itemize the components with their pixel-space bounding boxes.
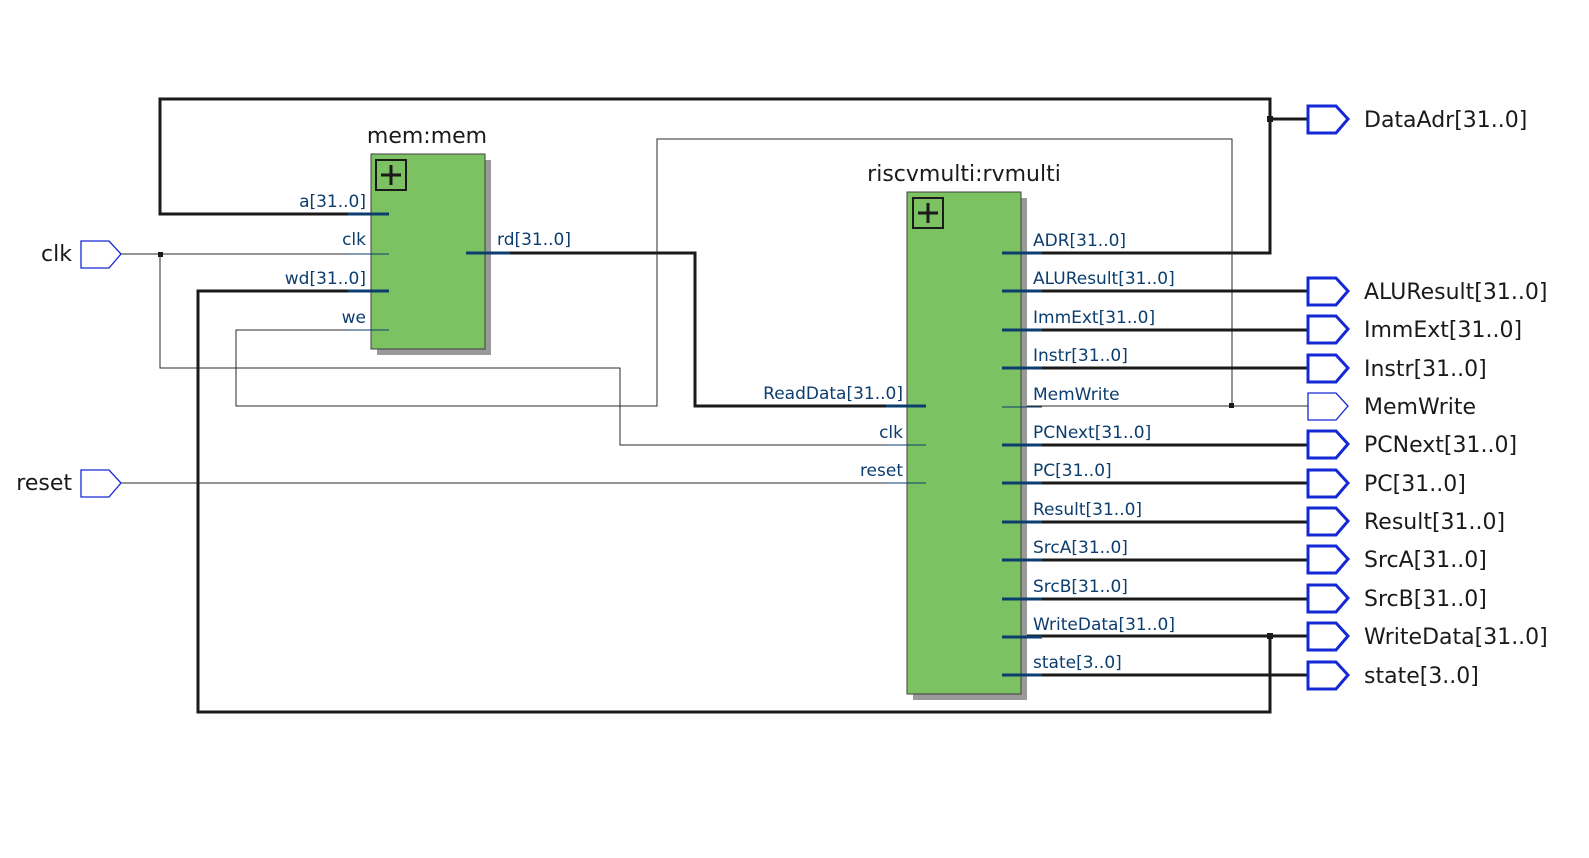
output-pin-memwrite[interactable]: MemWrite	[1307, 392, 1476, 421]
wire-readdata	[466, 251, 925, 408]
rvmulti-output-ports: ADR[31..0] ALUResult[31..0] ImmExt[31..0] I…	[1002, 231, 1175, 677]
output-label-srcb: SrcB[31..0]	[1364, 587, 1487, 612]
output-label-aluresult: ALUResult[31..0]	[1364, 280, 1547, 305]
mem-port-a: a[31..0]	[299, 192, 366, 212]
junction-memwrite	[1229, 403, 1234, 408]
junction-clk	[158, 252, 163, 257]
output-pin-srcb[interactable]: SrcB[31..0]	[1306, 583, 1487, 614]
input-label-reset: reset	[16, 471, 72, 496]
mem-port-clk: clk	[342, 230, 366, 250]
output-pin-srca[interactable]: SrcA[31..0]	[1306, 544, 1487, 575]
output-pin-dataadr[interactable]: DataAdr[31..0]	[1306, 104, 1527, 135]
mem-port-we: we	[342, 308, 366, 328]
rvmulti-port-writedata: WriteData[31..0]	[1033, 615, 1175, 635]
mem-port-wd: wd[31..0]	[285, 269, 366, 289]
wire-clk-cpu	[159, 254, 925, 446]
rvmulti-port-reset: reset	[860, 461, 903, 481]
output-pins: DataAdr[31..0] ALUResult[31..0] ImmExt[31.…	[1306, 104, 1548, 691]
wire-dataadr	[158, 97, 1272, 255]
rvmulti-port-srca: SrcA[31..0]	[1033, 538, 1128, 558]
input-pin-reset[interactable]: reset	[16, 469, 122, 498]
rvmulti-port-pc: PC[31..0]	[1033, 461, 1112, 481]
rvmulti-port-instr: Instr[31..0]	[1033, 346, 1128, 366]
rvmulti-port-clk: clk	[879, 423, 903, 443]
input-label-clk: clk	[41, 242, 72, 267]
rvmulti-port-memwrite: MemWrite	[1033, 385, 1120, 405]
output-pin-immext[interactable]: ImmExt[31..0]	[1306, 314, 1522, 345]
output-label-state: state[3..0]	[1364, 664, 1479, 689]
output-label-result: Result[31..0]	[1364, 510, 1505, 535]
output-pin-aluresult[interactable]: ALUResult[31..0]	[1306, 276, 1547, 307]
wire-writedata-loop	[196, 289, 1272, 714]
rvmulti-port-state: state[3..0]	[1033, 653, 1122, 673]
rvmulti-port-result: Result[31..0]	[1033, 500, 1142, 520]
mem-port-rd: rd[31..0]	[497, 230, 571, 250]
rvmulti-port-aluresult: ALUResult[31..0]	[1033, 269, 1175, 289]
output-label-dataadr: DataAdr[31..0]	[1364, 108, 1527, 133]
output-label-pcnext: PCNext[31..0]	[1364, 433, 1517, 458]
output-pin-instr[interactable]: Instr[31..0]	[1306, 353, 1487, 384]
input-pin-clk[interactable]: clk	[41, 240, 122, 269]
rvmulti-block-title: riscvmulti:rvmulti	[867, 162, 1061, 187]
rvmulti-block[interactable]: riscvmulti:rvmulti	[867, 162, 1061, 700]
output-label-immext: ImmExt[31..0]	[1364, 318, 1522, 343]
rvmulti-port-immext: ImmExt[31..0]	[1033, 308, 1155, 328]
output-pin-state[interactable]: state[3..0]	[1306, 660, 1479, 691]
junction-writedata	[1267, 633, 1273, 639]
output-wires	[1004, 289, 1308, 677]
output-pin-pcnext[interactable]: PCNext[31..0]	[1306, 429, 1517, 460]
mem-block-title: mem:mem	[367, 124, 487, 149]
junction-dataadr	[1267, 116, 1273, 122]
output-label-instr: Instr[31..0]	[1364, 357, 1487, 382]
wire-memwrite-loop	[235, 138, 1233, 407]
output-pin-writedata[interactable]: WriteData[31..0]	[1306, 621, 1548, 652]
rvmulti-port-pcnext: PCNext[31..0]	[1033, 423, 1151, 443]
output-label-writedata: WriteData[31..0]	[1364, 625, 1548, 650]
output-pin-result[interactable]: Result[31..0]	[1306, 506, 1505, 537]
output-label-memwrite: MemWrite	[1364, 395, 1476, 420]
output-label-srca: SrcA[31..0]	[1364, 548, 1487, 573]
output-label-pc: PC[31..0]	[1364, 472, 1466, 497]
output-pin-pc[interactable]: PC[31..0]	[1306, 468, 1466, 499]
mem-block[interactable]: mem:mem	[367, 124, 491, 355]
rvmulti-port-srcb: SrcB[31..0]	[1033, 577, 1128, 597]
rvmulti-port-adr: ADR[31..0]	[1033, 231, 1126, 251]
rvmulti-port-readdata: ReadData[31..0]	[763, 384, 903, 404]
